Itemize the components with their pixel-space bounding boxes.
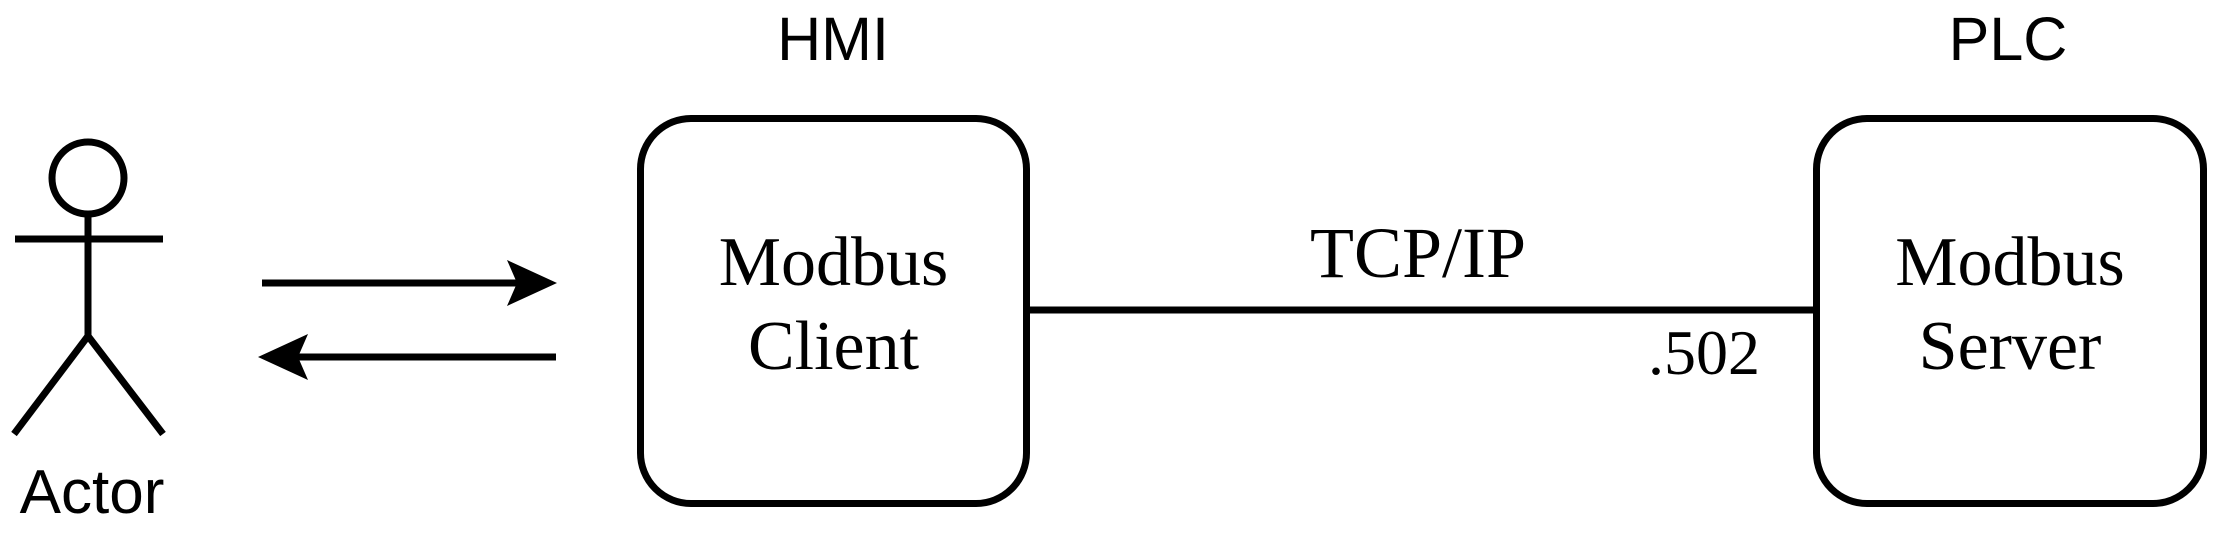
- actor-leg-left: [11, 333, 91, 437]
- request-arrow-icon: [262, 260, 557, 306]
- modbus-client-label-line2: Client: [747, 308, 920, 385]
- plc-label: PLC: [1948, 5, 2068, 73]
- hmi-label: HMI: [777, 5, 889, 73]
- modbus-client-box: Modbus Client: [637, 115, 1030, 507]
- modbus-server-label-line2: Server: [1918, 308, 2102, 385]
- protocol-label: TCP/IP: [1309, 213, 1527, 293]
- port-label: .502: [1648, 317, 1760, 388]
- modbus-server-box: Modbus Server: [1813, 115, 2207, 507]
- response-arrow-icon: [258, 334, 556, 380]
- modbus-server-label: Modbus Server: [1895, 221, 2124, 389]
- modbus-server-label-line1: Modbus: [1895, 224, 2125, 301]
- actor-icon: [11, 138, 166, 437]
- actor-head: [48, 138, 128, 218]
- modbus-client-label-line1: Modbus: [718, 224, 949, 301]
- modbus-client-label: Modbus Client: [719, 221, 948, 389]
- actor-label: Actor: [19, 458, 165, 527]
- actor-leg-right: [85, 333, 166, 437]
